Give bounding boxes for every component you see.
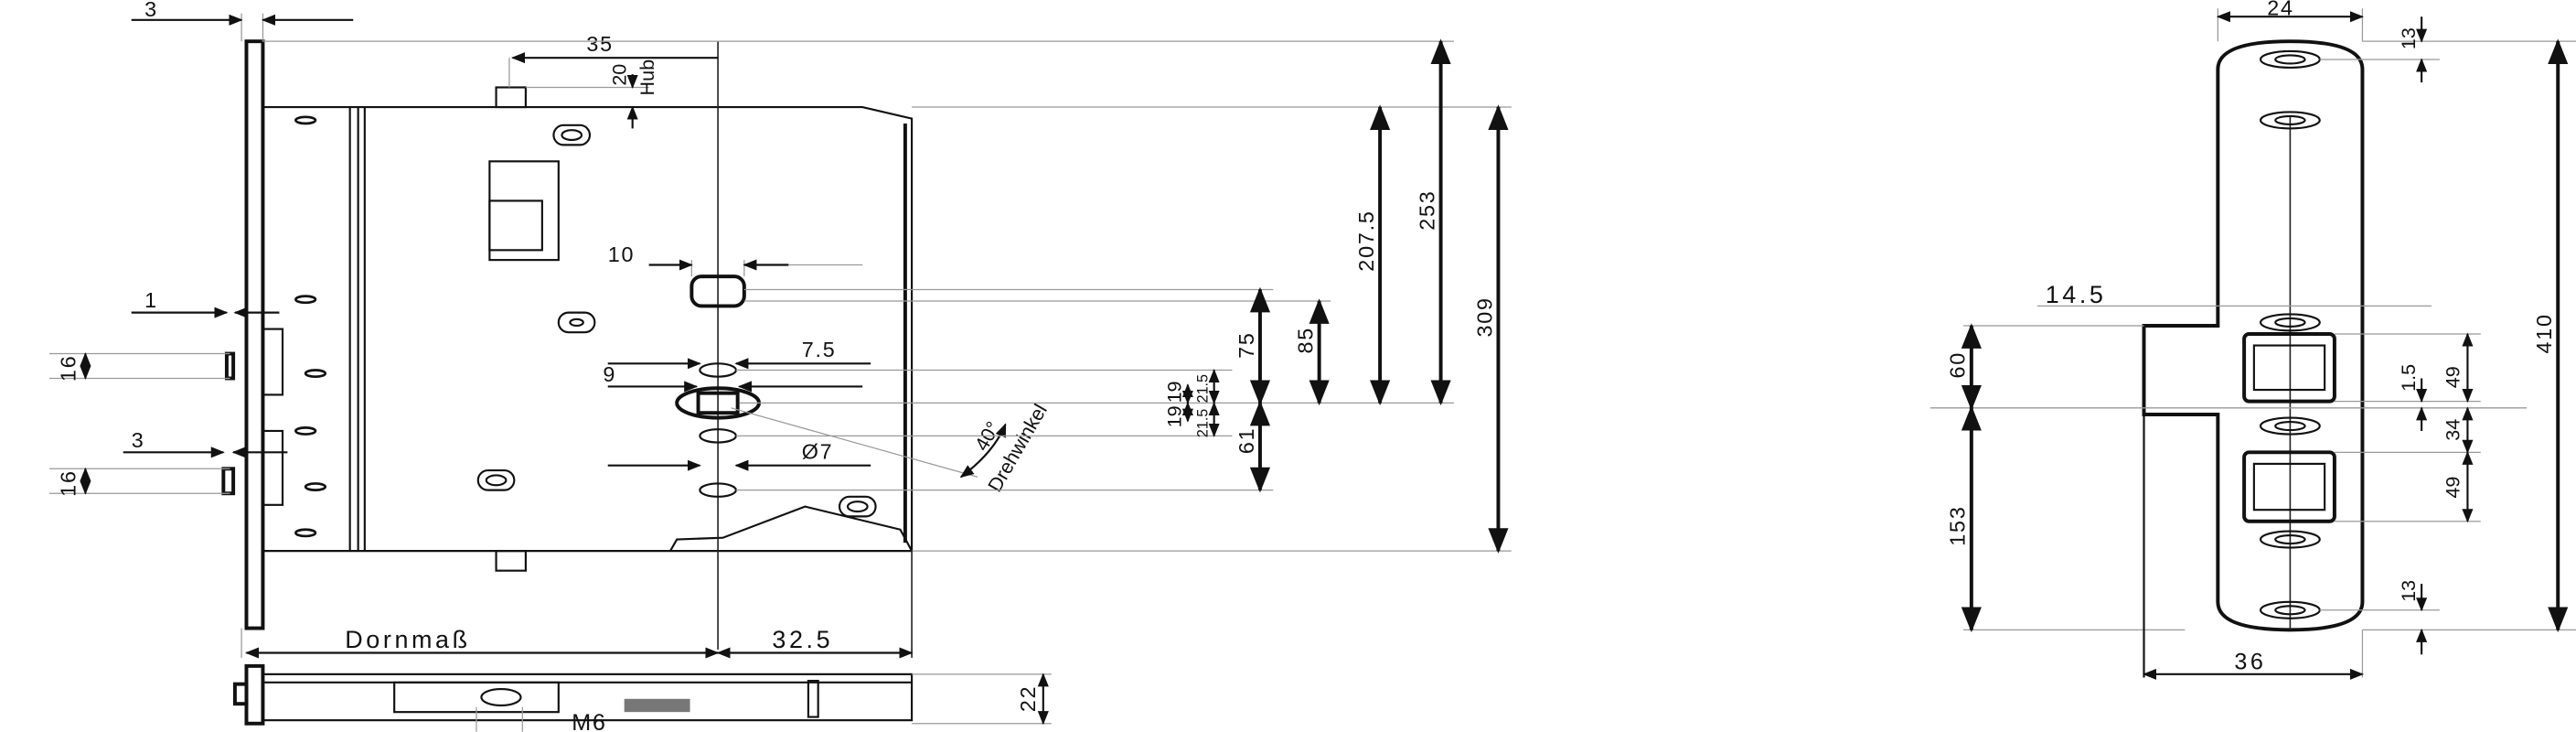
dim-85: 85 xyxy=(1293,327,1317,354)
dim-left-offset: 1 xyxy=(144,288,158,312)
dim-latch-height-1: 16 xyxy=(57,355,80,382)
dim-21-5-down: 21.5 xyxy=(1194,409,1211,437)
thread-hole xyxy=(480,687,522,707)
latch xyxy=(262,429,284,506)
follower-square xyxy=(689,274,746,308)
dim-253: 253 xyxy=(1415,189,1438,230)
dim-keyhole-width: 9 xyxy=(603,362,616,386)
strike-plate xyxy=(2142,39,2365,632)
dim-19-down: 19 xyxy=(1163,405,1186,427)
dim-box-height-1: 49 xyxy=(2441,366,2464,388)
dim-plate-width: 24 xyxy=(2267,0,2294,19)
dim-hole-diameter: Ø7 xyxy=(802,440,834,464)
lock-bottom-view: M6 22 xyxy=(232,663,1052,732)
dim-latch-offset: 3 xyxy=(132,428,145,452)
dim-case-depth: 22 xyxy=(1016,685,1040,713)
dim-throw: 20 xyxy=(607,64,630,86)
strike-front-view: 24 13 410 14.5 60 153 1.5 49 34 xyxy=(1929,0,2576,680)
dim-latch-height-2: 16 xyxy=(57,469,80,497)
latch xyxy=(262,328,284,396)
dim-throw-label: Hub xyxy=(636,59,658,96)
bolt-opening xyxy=(2242,331,2336,404)
dim-top-hole-offset: 13 xyxy=(2397,27,2420,49)
dim-step-offset: 14.5 xyxy=(2046,281,2107,308)
dim-box-height-2: 49 xyxy=(2441,477,2464,499)
dim-309: 309 xyxy=(1472,296,1496,337)
dim-follower: 10 xyxy=(608,242,636,266)
dim-19-up: 19 xyxy=(1163,381,1186,403)
dim-21-5-up: 21.5 xyxy=(1194,374,1211,403)
dim-upper-height: 60 xyxy=(1946,351,1970,379)
dim-top-thickness: 3 xyxy=(144,0,158,21)
backset-label: Dornmaß xyxy=(345,626,470,653)
dim-bolt-width: 35 xyxy=(586,32,614,56)
backset-value: 32.5 xyxy=(772,626,833,653)
latch-opening xyxy=(2242,450,2336,523)
dim-total-height: 410 xyxy=(2532,313,2556,353)
faceplate xyxy=(244,39,265,630)
switch-block xyxy=(488,160,560,262)
dim-gap-mid: 34 xyxy=(2441,419,2464,441)
dim-75: 75 xyxy=(1235,331,1258,359)
deadbolt xyxy=(495,86,527,109)
dim-lower-height: 153 xyxy=(1946,505,1970,545)
screw-boss xyxy=(476,124,877,518)
dim-gap-small: 1.5 xyxy=(2397,364,2420,392)
screw-hole xyxy=(2259,49,2321,619)
dim-207-5: 207.5 xyxy=(1354,210,1378,271)
lock-case xyxy=(262,105,914,553)
dim-thread: M6 xyxy=(572,710,607,732)
dim-total-width: 36 xyxy=(2234,649,2266,674)
dim-61: 61 xyxy=(1235,427,1258,455)
lock-side-view: 3 xyxy=(48,0,1512,732)
dim-bottom-hole-offset: 13 xyxy=(2397,580,2420,602)
dim-cylinder-width: 7.5 xyxy=(802,338,837,361)
